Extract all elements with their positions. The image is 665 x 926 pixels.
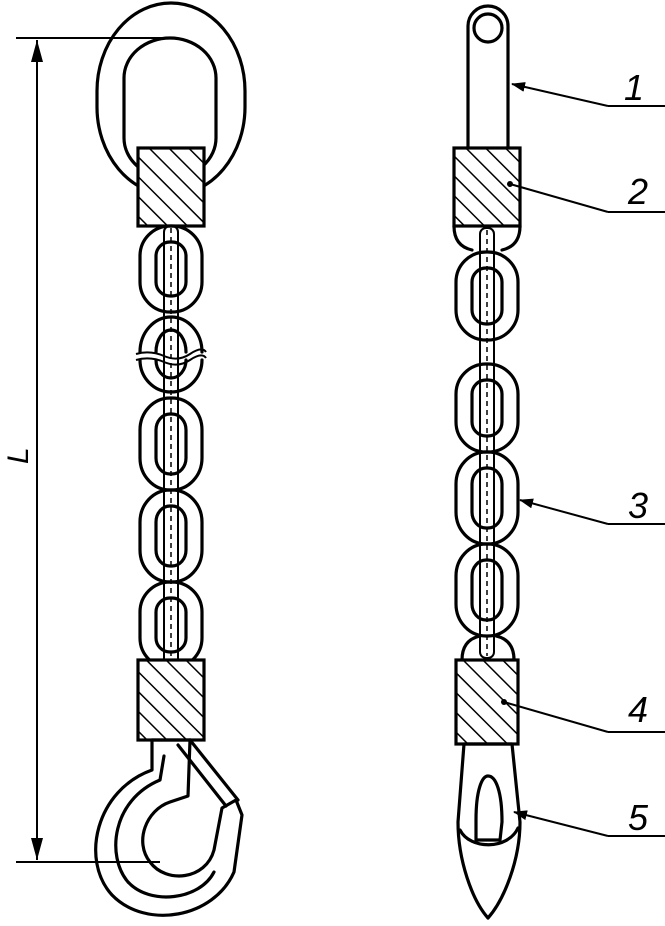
lower-coupling-side (454, 658, 520, 746)
chain-side (454, 227, 520, 659)
callout-4-label: 4 (628, 689, 648, 730)
chain (135, 224, 207, 670)
hook-edge (456, 742, 522, 920)
callout-2: 2 (507, 171, 665, 213)
upper-coupling (136, 146, 206, 228)
callout-2-label: 2 (627, 171, 648, 212)
dimension-label: L (2, 447, 35, 464)
callout-5: 5 (513, 797, 665, 838)
right-view: 1 2 3 4 5 (452, 4, 665, 920)
lower-coupling (136, 658, 206, 742)
callout-3-label: 3 (628, 485, 648, 526)
upper-coupling-side (452, 146, 522, 228)
left-view: L (2, 1, 247, 917)
callout-4: 4 (501, 689, 665, 733)
callout-5-label: 5 (628, 797, 649, 838)
dimension-l: L (2, 37, 170, 863)
callout-1-label: 1 (624, 67, 644, 108)
callout-1: 1 (511, 67, 665, 108)
callout-3: 3 (519, 485, 665, 526)
hook (94, 738, 244, 917)
